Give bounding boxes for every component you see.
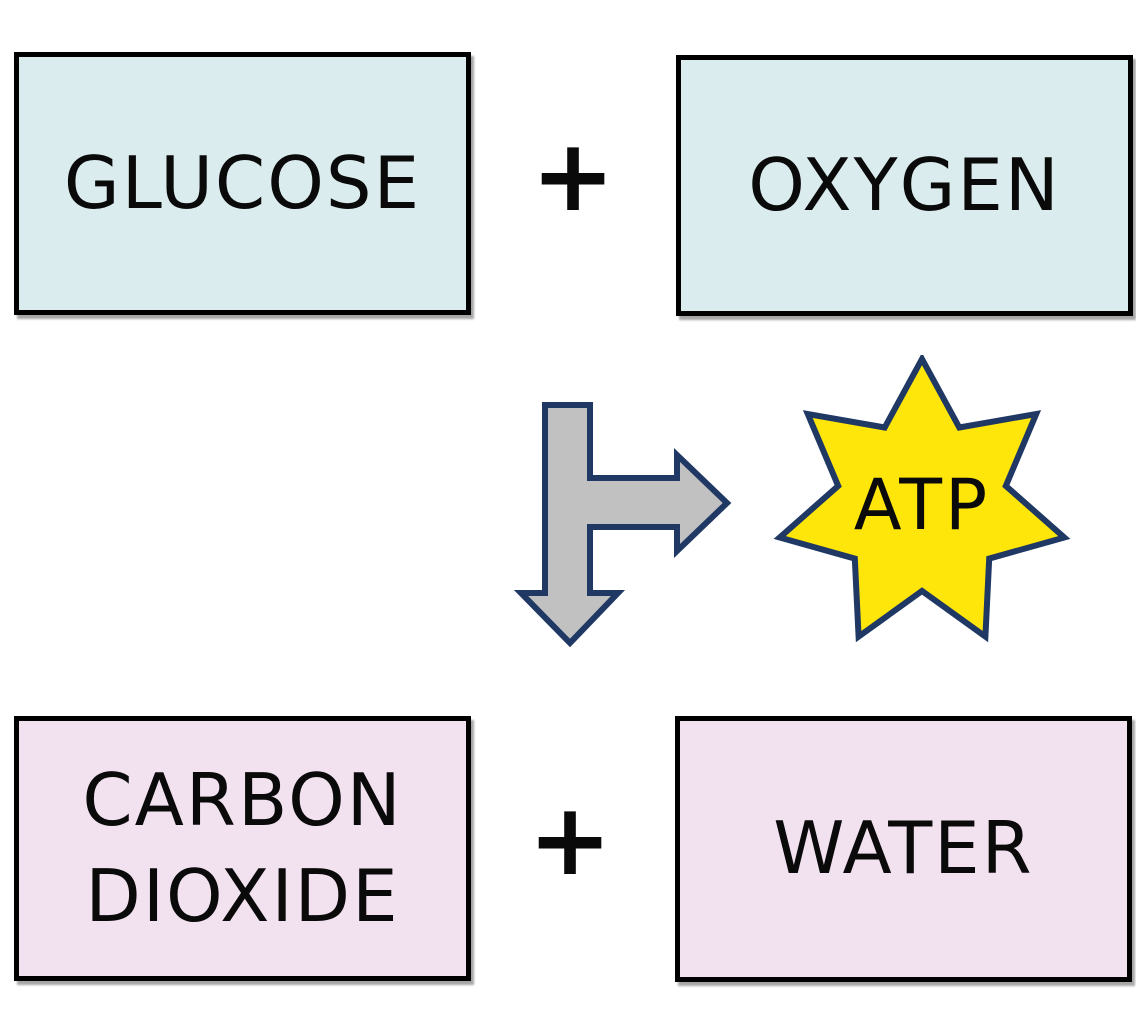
water-label: WATER bbox=[773, 806, 1034, 891]
atp-star bbox=[773, 355, 1071, 643]
water-box: WATER bbox=[675, 716, 1132, 982]
reaction-arrow-shape bbox=[513, 402, 732, 648]
glucose-label: GLUCOSE bbox=[63, 140, 422, 225]
atp-star-shape bbox=[773, 355, 1071, 643]
reaction-arrow bbox=[513, 402, 732, 648]
glucose-box: GLUCOSE bbox=[14, 52, 471, 315]
atp-label: ATP bbox=[772, 355, 1072, 655]
carbon-dioxide-box: CARBON DIOXIDE bbox=[14, 716, 471, 981]
oxygen-label: OXYGEN bbox=[748, 142, 1061, 227]
oxygen-box: OXYGEN bbox=[676, 55, 1133, 316]
carbon-dioxide-label: CARBON DIOXIDE bbox=[82, 757, 403, 938]
plus-operator-top: + bbox=[531, 117, 615, 234]
plus-operator-bottom: + bbox=[528, 781, 612, 898]
atp-text: ATP bbox=[853, 464, 991, 546]
